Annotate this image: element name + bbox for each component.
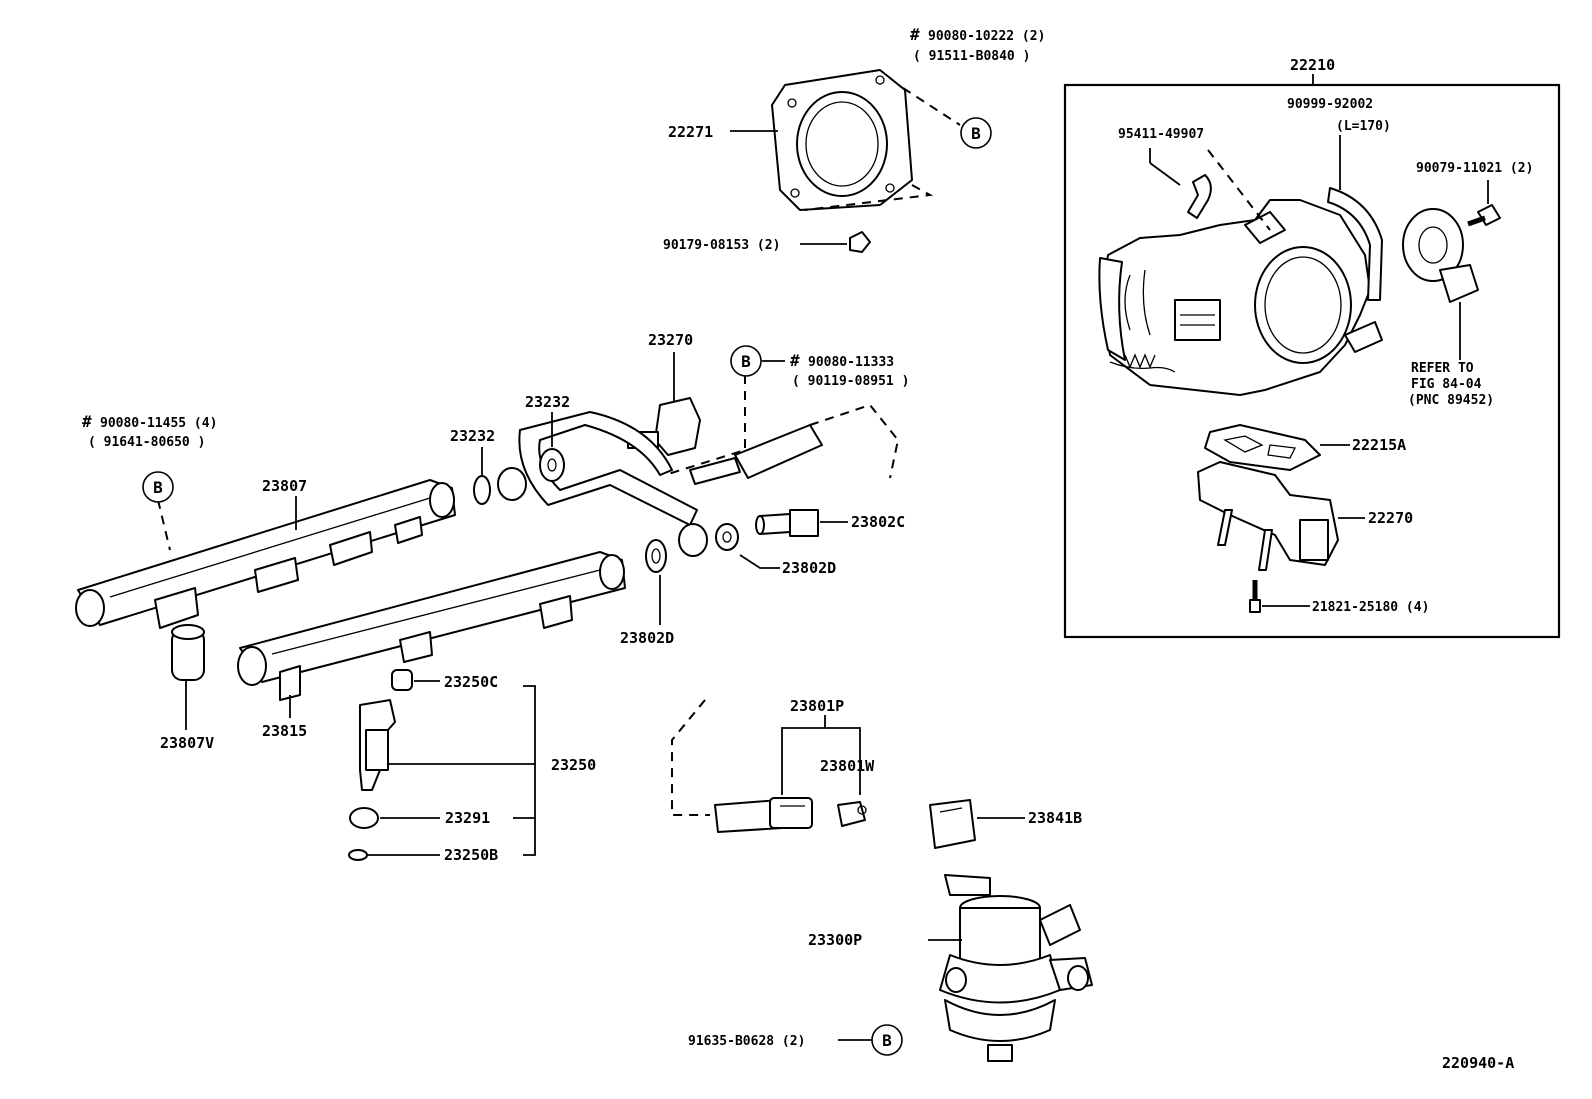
part-22210: 22210 — [1290, 56, 1335, 74]
svg-text:B: B — [882, 1031, 892, 1050]
part-23291: 23291 — [445, 809, 490, 827]
connector-23841B — [929, 799, 976, 849]
svg-text:B: B — [741, 352, 751, 371]
injector-23250 — [359, 699, 396, 791]
callout-b-fuel-pipe — [730, 345, 762, 377]
hose-90999-92002 — [1327, 187, 1383, 301]
gasket-23232-a — [539, 448, 565, 482]
insulator-23250C — [391, 669, 413, 691]
fuel-pipe-assembly — [518, 411, 698, 526]
throttle-position-sensor — [1402, 208, 1479, 303]
svg-text:B: B — [971, 124, 981, 143]
vsv-22270 — [1197, 461, 1339, 571]
throttle-body-group-frame — [1063, 83, 1561, 639]
part-90079-11021: 90079-11021 (2) — [1416, 161, 1533, 176]
hash-mark: # — [910, 25, 920, 44]
fuel-pressure-regulator-23300P — [939, 874, 1093, 1062]
part-23807: 23807 — [262, 477, 307, 495]
gasket-23232-b — [473, 475, 491, 505]
callout-b-gasket — [960, 117, 992, 149]
part-22215a: 22215A — [1352, 436, 1406, 454]
throttle-gasket-22271 — [771, 69, 913, 211]
part-90119-08951: ( 90119-08951 ) — [792, 374, 909, 389]
part-90080-11455: 90080-11455 (4) — [100, 416, 217, 431]
part-95411-49907: 95411-49907 — [1118, 127, 1204, 142]
svg-text:#: # — [82, 412, 92, 431]
o-ring-23250B — [348, 849, 368, 861]
gasket-23802D-b — [645, 539, 667, 573]
part-23802d-left: 23802D — [620, 629, 674, 647]
part-90999-92002: 90999-92002 — [1287, 97, 1373, 112]
nut-90179-08153 — [849, 231, 871, 253]
part-23250: 23250 — [551, 756, 596, 774]
hose-95411-49907 — [1187, 174, 1212, 219]
part-91635-b0628: 91635-B0628 (2) — [688, 1034, 805, 1049]
fuel-delivery-pipe-23807 — [75, 479, 456, 629]
gasket-23802D-a — [715, 523, 739, 551]
part-23807v: 23807V — [160, 734, 214, 752]
bolt-21821-25180 — [1249, 580, 1261, 613]
part-23232-upper: 23232 — [525, 393, 570, 411]
pressure-regulator-23807V — [171, 624, 205, 681]
callout-b-rail — [142, 471, 174, 503]
callout-b-regulator — [871, 1024, 903, 1056]
part-23250b: 23250B — [444, 846, 498, 864]
part-23270: 23270 — [648, 331, 693, 349]
figure-reference: FIG 84-04 — [1411, 377, 1482, 392]
part-23801p: 23801P — [790, 697, 844, 715]
terminal-23801W — [837, 801, 867, 827]
part-90080-10222: 90080-10222 (2) — [928, 29, 1045, 44]
part-23841b: 23841B — [1028, 809, 1082, 827]
part-22271: 22271 — [668, 123, 713, 141]
union-bolt-23802C — [755, 509, 819, 537]
part-23815: 23815 — [262, 722, 307, 740]
throttle-body-22210 — [1098, 199, 1383, 396]
svg-text:#: # — [790, 351, 800, 370]
part-23250c: 23250C — [444, 673, 498, 691]
part-90179-08153: 90179-08153 (2) — [663, 238, 780, 253]
part-22270: 22270 — [1368, 509, 1413, 527]
part-23802c: 23802C — [851, 513, 905, 531]
part-21821-25180: 21821-25180 (4) — [1312, 600, 1429, 615]
gasket-22215A — [1204, 424, 1321, 471]
part-91511-b0840: ( 91511-B0840 ) — [913, 49, 1030, 64]
screw-90079-11021 — [1467, 204, 1501, 227]
length-170: (L=170) — [1336, 119, 1391, 134]
o-ring-23291 — [349, 807, 379, 829]
part-91641-80650: ( 91641-80650 ) — [88, 435, 205, 450]
part-23300p: 23300P — [808, 931, 862, 949]
part-23801w: 23801W — [820, 757, 875, 775]
connector-23801P — [769, 797, 813, 829]
diagram-id: 220940-A — [1442, 1054, 1514, 1072]
part-23232-lower: 23232 — [450, 427, 495, 445]
pnc-reference: (PNC 89452) — [1408, 393, 1494, 408]
part-23802d-right: 23802D — [782, 559, 836, 577]
refer-to-text: REFER TO — [1411, 361, 1474, 376]
svg-text:B: B — [153, 478, 163, 497]
fuel-delivery-pipe-23815 — [237, 551, 626, 701]
part-90080-11333: 90080-11333 — [808, 355, 894, 370]
